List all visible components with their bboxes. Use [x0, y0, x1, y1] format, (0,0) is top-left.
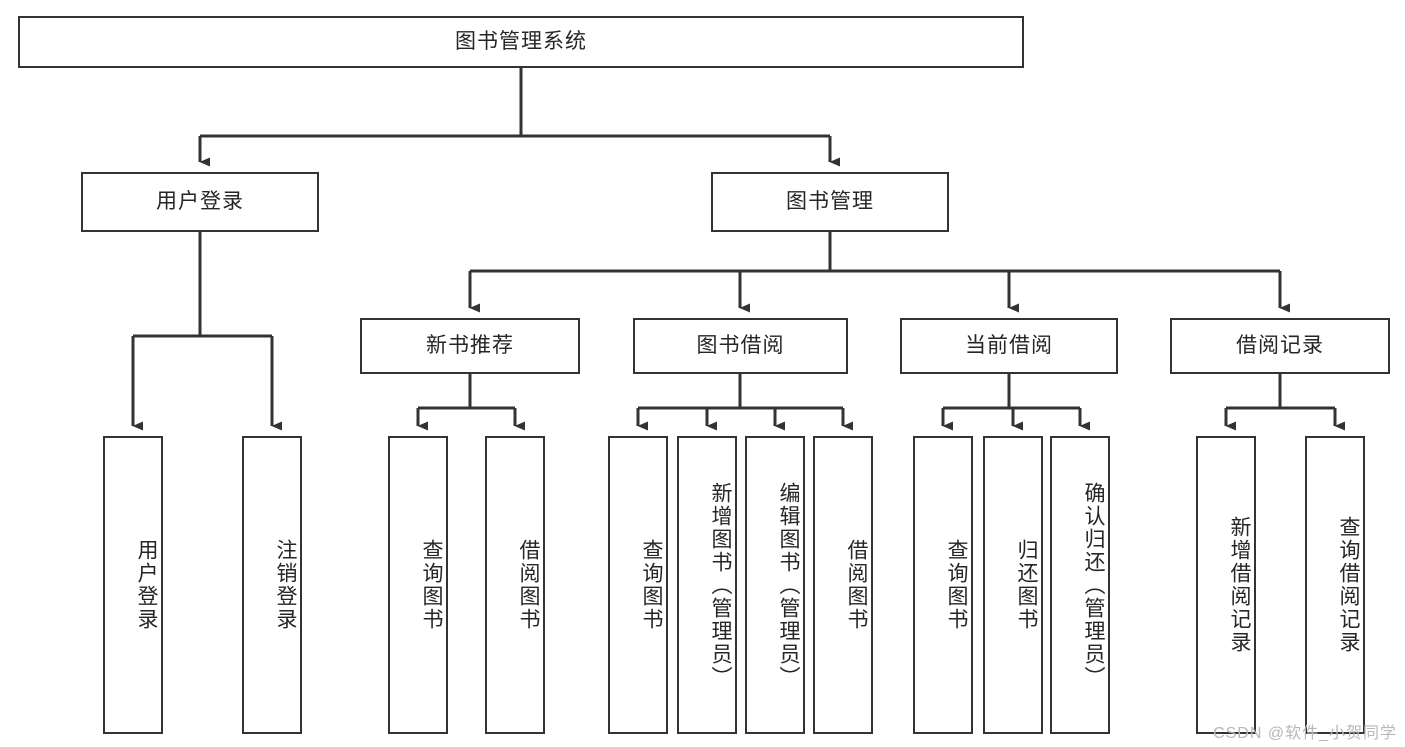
- node-book-borrow-label: 图书借阅: [696, 334, 785, 358]
- node-leaf-edit-book[interactable]: 编辑图书（管理员）: [745, 436, 805, 734]
- node-leaf-confirm-return[interactable]: 确认归还（管理员）: [1050, 436, 1110, 734]
- node-leaf-query-book-3[interactable]: 查询图书: [913, 436, 973, 734]
- node-user-login-label: 用户登录: [156, 190, 244, 214]
- node-new-book-rec-label: 新书推荐: [426, 334, 514, 358]
- node-root-label: 图书管理系统: [455, 30, 587, 54]
- node-leaf-logout[interactable]: 注销登录: [242, 436, 302, 734]
- node-leaf-return-book-label: 归还图书: [1015, 539, 1038, 631]
- node-leaf-add-book[interactable]: 新增图书（管理员）: [677, 436, 737, 734]
- node-book-borrow[interactable]: 图书借阅: [633, 318, 848, 374]
- node-leaf-borrow-book-1[interactable]: 借阅图书: [485, 436, 545, 734]
- node-leaf-user-login[interactable]: 用户登录: [103, 436, 163, 734]
- node-borrow-record[interactable]: 借阅记录: [1170, 318, 1390, 374]
- node-leaf-logout-label: 注销登录: [274, 539, 297, 631]
- node-borrow-record-label: 借阅记录: [1236, 334, 1324, 358]
- watermark: CSDN @软件_小贺同学: [1213, 725, 1397, 742]
- node-new-book-rec[interactable]: 新书推荐: [360, 318, 580, 374]
- node-leaf-confirm-return-label: 确认归还（管理员）: [1082, 481, 1105, 689]
- node-leaf-return-book[interactable]: 归还图书: [983, 436, 1043, 734]
- node-user-login[interactable]: 用户登录: [81, 172, 319, 232]
- node-leaf-user-login-label: 用户登录: [135, 539, 158, 631]
- node-current-borrow-label: 当前借阅: [965, 334, 1053, 358]
- node-leaf-query-book-2-label: 查询图书: [640, 539, 663, 631]
- node-leaf-query-record[interactable]: 查询借阅记录: [1305, 436, 1365, 734]
- node-leaf-borrow-book-2[interactable]: 借阅图书: [813, 436, 873, 734]
- node-leaf-query-book-1[interactable]: 查询图书: [388, 436, 448, 734]
- node-leaf-add-record-label: 新增借阅记录: [1228, 516, 1251, 654]
- node-leaf-borrow-book-2-label: 借阅图书: [845, 539, 868, 631]
- node-book-manage-label: 图书管理: [786, 190, 874, 214]
- node-leaf-query-book-2[interactable]: 查询图书: [608, 436, 668, 734]
- node-leaf-query-book-3-label: 查询图书: [945, 539, 968, 631]
- node-book-manage[interactable]: 图书管理: [711, 172, 949, 232]
- node-root[interactable]: 图书管理系统: [18, 16, 1024, 68]
- node-leaf-add-record[interactable]: 新增借阅记录: [1196, 436, 1256, 734]
- node-leaf-borrow-book-1-label: 借阅图书: [517, 539, 540, 631]
- node-leaf-query-book-1-label: 查询图书: [420, 539, 443, 631]
- node-leaf-add-book-label: 新增图书（管理员）: [709, 481, 732, 689]
- node-current-borrow[interactable]: 当前借阅: [900, 318, 1118, 374]
- node-leaf-query-record-label: 查询借阅记录: [1337, 516, 1360, 654]
- node-leaf-edit-book-label: 编辑图书（管理员）: [777, 481, 800, 689]
